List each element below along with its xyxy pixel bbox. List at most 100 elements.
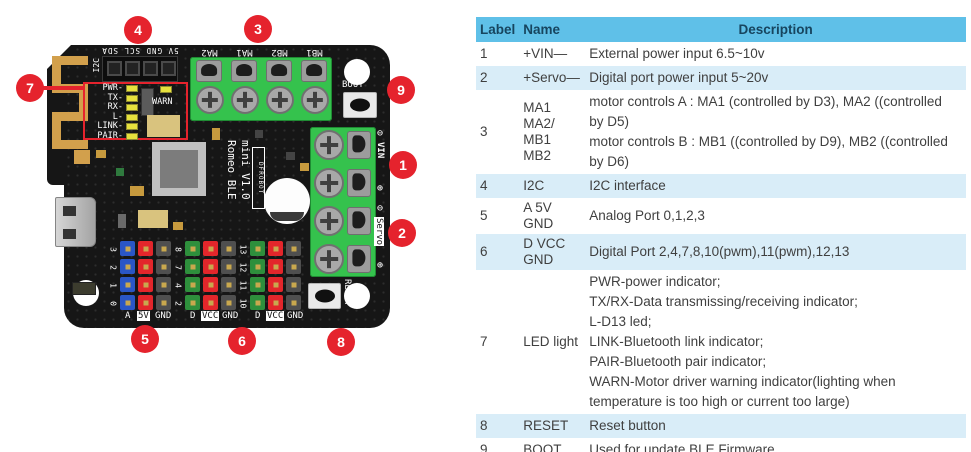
pin-number: 10 (238, 298, 248, 309)
header-pin-digital (250, 295, 265, 310)
terminal-screw (314, 130, 344, 160)
i2c-pin-labels: 5V GND SCL SDA (101, 46, 179, 55)
cell-name: MA1 MA2/ MB1 MB2 (523, 100, 555, 163)
callout-9: 9 (387, 76, 415, 104)
i2c-label: I2C (92, 58, 101, 73)
antenna-trace (52, 56, 61, 93)
header-pin-ground (156, 259, 171, 274)
terminal-wire-slot (301, 60, 327, 82)
pin-description-table: Label Name Description 1 +VIN— External … (476, 17, 966, 452)
boot-label: BOOT (342, 80, 364, 90)
header-pin-power (138, 241, 153, 256)
pin-number: 2 (108, 265, 118, 270)
cell-name: RESET (523, 418, 569, 433)
cell-description: PWR-power indicator; TX/RX-Data transmis… (589, 274, 896, 409)
pin-number: 12 (238, 262, 248, 273)
led-label: PAIR- (97, 130, 123, 141)
cell-description: Digital Port 2,4,7,8,10(pwm),11(pwm),12,… (589, 244, 850, 259)
header-pin-digital (250, 277, 265, 292)
digital-header-block-2 (250, 241, 301, 310)
cell-label: 4 (480, 178, 488, 193)
usb-pad (63, 229, 76, 239)
i2c-pin-socket (143, 61, 158, 76)
header-pin-power (203, 277, 218, 292)
boot-button (343, 92, 377, 118)
smd-pad (300, 163, 309, 171)
terminal-wire-slot (231, 60, 257, 82)
mcu-chip-body (160, 150, 198, 188)
minus-symbol: ⊖ (377, 128, 384, 139)
header-pin-analog (120, 277, 135, 292)
terminal-screw (301, 86, 329, 114)
pin-number: 13 (238, 244, 248, 255)
tx-led (126, 94, 138, 102)
cell-description: Used for update BLE Firmware (589, 442, 775, 452)
smd-component (72, 282, 96, 295)
table-row: 6 D VCC GND Digital Port 2,4,7,8,10(pwm)… (476, 234, 966, 270)
cell-name: BOOT (523, 442, 562, 452)
header-pin-digital (185, 241, 200, 256)
callout-1: 1 (389, 151, 417, 179)
terminal-screw (196, 86, 224, 114)
header-pin-analog (120, 295, 135, 310)
mounting-hole (344, 59, 370, 85)
callout-4: 4 (124, 16, 152, 44)
motor-pin-label: MA1 (236, 47, 253, 57)
terminal-screw (314, 168, 344, 198)
cell-description: motor controls A : MA1 (controlled by D3… (589, 94, 948, 169)
led-rows: PWR- TX- RX- L- LINK- PAIR- (86, 84, 138, 141)
smd-pad (116, 168, 124, 176)
cell-name: LED light (523, 334, 579, 349)
header-pin-ground (221, 277, 236, 292)
header-pin-power (138, 259, 153, 274)
smd-pad (118, 214, 126, 228)
terminal-wire-slot (347, 207, 371, 235)
header-pin-ground (286, 259, 301, 274)
led-row: LINK- (86, 122, 138, 132)
motor-pin-label: MA2 (201, 47, 218, 57)
led-row: PAIR- (86, 130, 138, 142)
terminal-screw (266, 86, 294, 114)
analog-footer-5v: 5V (137, 311, 150, 321)
smd-pad (173, 222, 183, 230)
antenna-pad (74, 150, 90, 164)
analog-header-block (120, 241, 171, 310)
cell-name: A 5V GND (523, 200, 554, 231)
digital-footer-vcc: VCC (266, 311, 285, 321)
header-pin-power (138, 277, 153, 292)
smd-pad (130, 186, 144, 196)
pin-number: 4 (173, 283, 183, 288)
table-header-row: Label Name Description (476, 17, 966, 42)
i2c-pin-socket (161, 61, 176, 76)
pin-number: 7 (173, 265, 183, 270)
pair-led (126, 132, 138, 140)
rx-led (126, 104, 138, 112)
smd-pad (286, 152, 295, 160)
cell-label: 9 (480, 442, 488, 452)
micro-usb-connector (55, 197, 96, 247)
callout-8: 8 (327, 328, 355, 356)
cell-name: D VCC GND (523, 236, 566, 267)
i2c-pin-socket (125, 61, 140, 76)
led-row: TX- (86, 92, 138, 104)
cell-name: +Servo— (523, 70, 580, 85)
header-pin-digital (250, 241, 265, 256)
minus-symbol: ⊖ (377, 203, 384, 214)
smd-pad (147, 115, 180, 137)
header-pin-power (268, 259, 283, 274)
led-label: TX- (107, 92, 123, 103)
header-pin-power (268, 241, 283, 256)
digital-footer-gnd: GND (222, 311, 239, 321)
pin-number: 0 (108, 301, 118, 306)
terminal-screw (231, 86, 259, 114)
header-pin-analog (120, 241, 135, 256)
terminal-wire-slot (196, 60, 222, 82)
pin-number: 2 (173, 301, 183, 306)
header-pin-ground (286, 277, 301, 292)
cell-label: 3 (480, 124, 488, 139)
servo-label: Servo (374, 217, 384, 247)
antenna-trace (52, 112, 88, 121)
callout-2: 2 (388, 219, 416, 247)
cell-label: 2 (480, 70, 488, 85)
